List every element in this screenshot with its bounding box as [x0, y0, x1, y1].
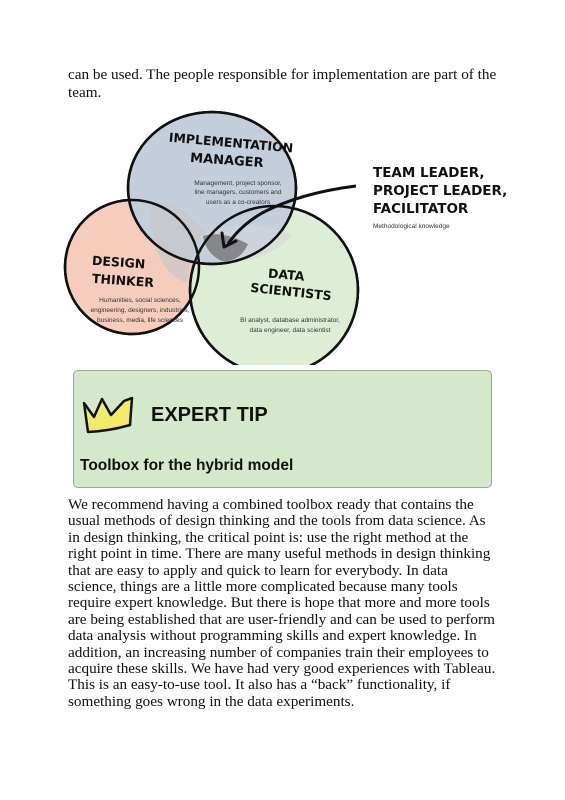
leader-title-line1: TEAM LEADER,: [373, 165, 485, 181]
intro-paragraph: can be used. The people responsible for …: [68, 66, 497, 101]
tip-subtitle: Toolbox for the hybrid model: [80, 457, 294, 474]
expert-tip-box: EXPERT TIP Toolbox for the hybrid model: [73, 370, 492, 488]
implementation-desc-line1: Management, project sponsor,: [194, 180, 282, 187]
leader-title-line2: PROJECT LEADER,: [373, 183, 507, 199]
design-title-line2: THINKER: [92, 271, 155, 290]
design-desc-line1: Humanities, social sciences,: [99, 297, 181, 304]
venn-diagram: IMPLEMENTATION MANAGER Management, proje…: [63, 110, 507, 365]
body-paragraph: We recommend having a combined toolbox r…: [68, 496, 496, 710]
design-desc-line2: engineering, designers, industries,: [90, 307, 189, 314]
leader-title-line3: FACILITATOR: [373, 201, 469, 217]
design-desc-line3: business, media, life sciences: [97, 317, 184, 324]
data-desc-line1: BI analyst, database administrator,: [240, 317, 340, 324]
data-desc-line2: data engineer, data scientist: [250, 327, 331, 334]
implementation-desc-line2: line managers, customers and: [194, 189, 281, 196]
implementation-title-line2: MANAGER: [190, 151, 264, 171]
tip-title: EXPERT TIP: [151, 404, 268, 426]
crown-icon: [82, 396, 134, 434]
implementation-desc-line3: users as a co-creators: [206, 199, 271, 206]
leader-desc: Methodological knowledge: [373, 223, 450, 230]
arrow-icon: [226, 184, 357, 245]
design-title-line1: DESIGN: [92, 253, 146, 272]
data-title-line1: DATA: [268, 266, 306, 284]
